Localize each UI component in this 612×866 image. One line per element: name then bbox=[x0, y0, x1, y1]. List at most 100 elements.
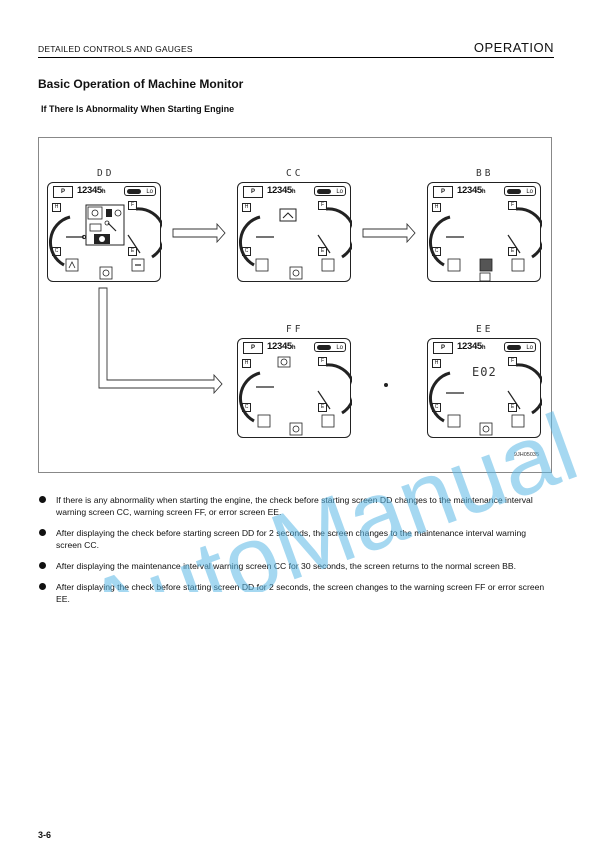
wrench-icon bbox=[104, 220, 117, 232]
maintenance-icon bbox=[94, 234, 110, 244]
gauge-f-label: F bbox=[508, 201, 517, 210]
monitor-screen-cc: P 12345h Lo H C F E bbox=[237, 182, 352, 282]
fuel-icon bbox=[99, 266, 113, 280]
parking-indicator: P bbox=[243, 342, 263, 354]
hour-value: 12345 bbox=[77, 185, 102, 196]
seatbelt-icon bbox=[447, 258, 461, 272]
screen-label-ff: FF bbox=[286, 324, 304, 335]
gauge-e-label: E bbox=[128, 247, 137, 256]
gauge-e-label: E bbox=[318, 247, 327, 256]
gauge-h-label: H bbox=[432, 359, 441, 368]
hour-value: 12345 bbox=[457, 341, 482, 352]
gauge-h-label: H bbox=[52, 203, 61, 212]
parking-brake-icon bbox=[321, 258, 335, 272]
gauge-f-label: F bbox=[318, 357, 327, 366]
bullet-item: After displaying the check before starti… bbox=[38, 527, 554, 551]
hour-unit: h bbox=[291, 189, 296, 195]
header-rule bbox=[38, 57, 554, 58]
gauge-h-label: H bbox=[242, 203, 251, 212]
bullet-text: After displaying the check before starti… bbox=[56, 582, 545, 604]
bullet-dot-icon bbox=[39, 583, 46, 590]
gear-indicator: Lo bbox=[314, 342, 346, 352]
fuel-icon bbox=[479, 422, 493, 436]
bullet-list: If there is any abnormality when startin… bbox=[38, 494, 554, 614]
parking-indicator: P bbox=[53, 186, 73, 198]
oil-pressure-icon bbox=[277, 356, 291, 368]
seatbelt-icon bbox=[447, 414, 461, 428]
parking-brake-icon bbox=[321, 414, 335, 428]
monitor-screen-ee: P 12345h Lo H C F E E02 bbox=[427, 338, 542, 438]
bullet-text: After displaying the maintenance interva… bbox=[56, 561, 517, 571]
hour-unit: h bbox=[481, 189, 486, 195]
bullet-item: After displaying the check before starti… bbox=[38, 581, 554, 605]
bullet-text: After displaying the check before starti… bbox=[56, 528, 527, 550]
bullet-text: If there is any abnormality when startin… bbox=[56, 495, 533, 517]
parking-indicator: P bbox=[243, 186, 263, 198]
bullet-dot-icon bbox=[39, 562, 46, 569]
gauges-ee bbox=[428, 363, 542, 436]
seatbelt-icon bbox=[255, 258, 269, 272]
gauge-h-label: H bbox=[242, 359, 251, 368]
screen-label-dd: DD bbox=[97, 168, 115, 179]
monitor-screen-bb: P 12345h Lo H C F E bbox=[427, 182, 542, 282]
oil-pressure-icon bbox=[87, 206, 103, 220]
flow-arrows bbox=[98, 222, 416, 395]
gauge-f-label: F bbox=[128, 201, 137, 210]
gauges-bb bbox=[428, 207, 542, 281]
gauges-ff bbox=[238, 356, 352, 436]
coolant-gauge-arc bbox=[48, 215, 71, 267]
hour-meter: 12345h bbox=[77, 185, 106, 196]
fuel-gauge-needle bbox=[127, 234, 141, 254]
hour-value: 12345 bbox=[457, 185, 482, 196]
arrow-cc-to-bb bbox=[362, 222, 416, 244]
page-number: 3-6 bbox=[38, 830, 52, 840]
hour-unit: h bbox=[101, 189, 106, 195]
gauge-h-label: H bbox=[432, 203, 441, 212]
bullet-dot-icon bbox=[39, 529, 46, 536]
bullet-item: After displaying the maintenance interva… bbox=[38, 560, 554, 572]
maintenance-icon bbox=[479, 258, 493, 272]
gear-indicator: Lo bbox=[504, 186, 536, 196]
hour-meter: 12345h bbox=[267, 185, 296, 196]
parking-indicator: P bbox=[433, 342, 453, 354]
parking-brake-icon bbox=[511, 414, 525, 428]
page-header-chapter: OPERATION bbox=[473, 40, 554, 55]
screen-label-bb: BB bbox=[476, 168, 494, 179]
fuel-gauge-arc bbox=[135, 207, 162, 259]
battery-icon bbox=[89, 223, 102, 232]
gear-indicator: Lo bbox=[504, 342, 536, 352]
parking-brake-icon bbox=[511, 258, 525, 272]
figure-code: 9JH05035 bbox=[513, 452, 539, 458]
gauge-e-label: E bbox=[508, 403, 517, 412]
parking-brake-icon bbox=[131, 258, 145, 272]
gauge-f-label: F bbox=[318, 201, 327, 210]
hour-meter: 12345h bbox=[457, 185, 486, 196]
error-code: E02 bbox=[472, 365, 497, 379]
seatbelt-icon bbox=[65, 258, 79, 272]
parking-indicator: P bbox=[433, 186, 453, 198]
gear-indicator: Lo bbox=[124, 186, 156, 196]
coolant-icon bbox=[106, 209, 122, 217]
section-title: Basic Operation of Machine Monitor bbox=[38, 77, 244, 91]
page-header-section: DETAILED CONTROLS AND GAUGES bbox=[38, 44, 193, 54]
monitor-flow-figure: DD P 12345h Lo H C F E bbox=[38, 137, 552, 473]
fuel-icon bbox=[479, 272, 491, 281]
gauge-e-label: E bbox=[318, 403, 327, 412]
arrow-dd-to-ff bbox=[98, 287, 223, 395]
hour-unit: h bbox=[481, 345, 486, 351]
hour-value: 12345 bbox=[267, 341, 292, 352]
hour-meter: 12345h bbox=[267, 341, 296, 352]
screen-label-cc: CC bbox=[286, 168, 304, 179]
monitor-screen-dd: P 12345h Lo H C F E bbox=[47, 182, 162, 282]
hour-meter: 12345h bbox=[457, 341, 486, 352]
monitor-screen-ff: P 12345h Lo H C F E bbox=[237, 338, 352, 438]
gauge-e-label: E bbox=[508, 247, 517, 256]
bullet-item: If there is any abnormality when startin… bbox=[38, 494, 554, 518]
hour-value: 12345 bbox=[267, 185, 292, 196]
hour-unit: h bbox=[291, 345, 296, 351]
maintenance-icon bbox=[279, 208, 297, 222]
separator-dot bbox=[384, 383, 388, 387]
gauge-f-label: F bbox=[508, 357, 517, 366]
fuel-icon bbox=[289, 422, 303, 436]
section-subtitle: If There Is Abnormality When Starting En… bbox=[41, 104, 235, 114]
